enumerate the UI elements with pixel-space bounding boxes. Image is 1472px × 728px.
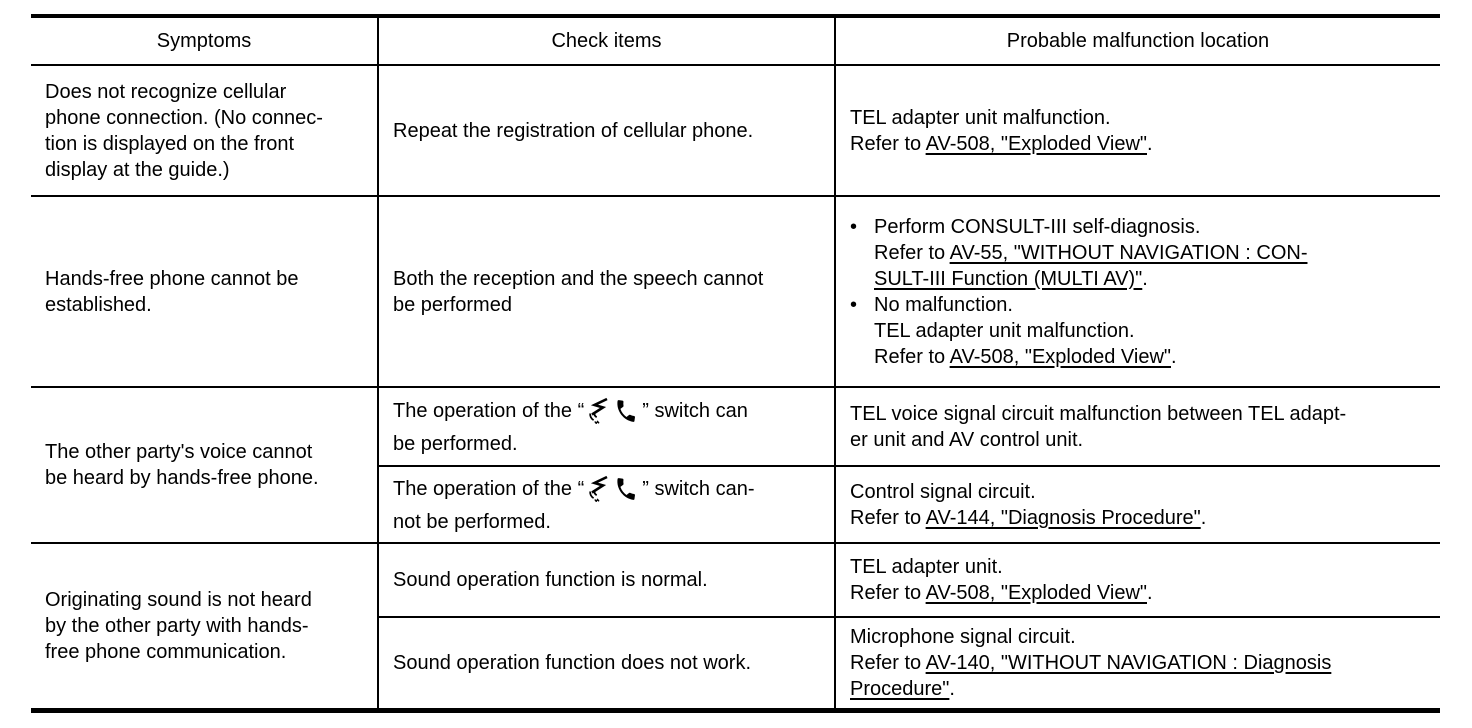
header-probable-location: Probable malfunction location	[834, 15, 1440, 66]
symptom-text: be heard by hands-free phone.	[45, 467, 319, 489]
talk-switch-icon	[588, 397, 609, 431]
phone-handset-icon	[613, 398, 639, 431]
header-check-items: Check items	[377, 15, 836, 66]
period: .	[1142, 267, 1148, 290]
check-text: be performed.	[393, 432, 518, 455]
symptom-text: tion is displayed on the front	[45, 132, 295, 155]
link-av508-exploded-view[interactable]: AV-508, "Exploded View"	[925, 582, 1147, 604]
table-row: Sound operation function does not work. …	[31, 616, 1440, 712]
period: .	[1171, 345, 1177, 368]
refer-line: Refer to AV-140, "WITHOUT NAVIGATION : D…	[850, 650, 1428, 702]
period: .	[949, 678, 955, 700]
symptom-text: free phone communication.	[45, 641, 287, 663]
cell-r4a-check: Sound operation function is normal.	[377, 542, 836, 618]
check-text: be performed	[393, 293, 512, 316]
symptom-text: display at the guide.)	[45, 158, 230, 181]
check-text: The operation of the “” switch can	[393, 397, 822, 431]
cell-r1-symptom: Does not recognize cellular phone connec…	[31, 64, 379, 197]
header-row: Symptoms Check items Probable malfunctio…	[31, 15, 1440, 66]
location-text: Perform CONSULT-III self-diagnosis.	[874, 215, 1201, 238]
symptom-text: by the other party with hands-	[45, 615, 309, 637]
table-row: Originating sound is not heard by the ot…	[31, 542, 1440, 712]
cell-r3b-check: The operation of the “” switch can- not …	[377, 465, 836, 544]
refer-prefix: Refer to	[874, 345, 950, 368]
location-text: TEL adapter unit malfunction.	[874, 319, 1135, 342]
location-text: er unit and AV control unit.	[850, 428, 1084, 451]
refer-prefix: Refer to	[850, 652, 926, 674]
talk-switch-icon	[588, 475, 609, 509]
check-text: The operation of the “” switch can-	[393, 475, 822, 509]
location-text: No malfunction.	[874, 293, 1013, 316]
check-text: not be performed.	[393, 510, 551, 533]
symptom-text: The other party's voice cannot	[45, 441, 313, 463]
refer-line: Refer to AV-508, "Exploded View".	[850, 580, 1428, 606]
link-av144-diagnosis-procedure[interactable]: AV-144, "Diagnosis Procedure"	[925, 506, 1201, 529]
cell-r3a-location: TEL voice signal circuit malfunction bet…	[834, 386, 1440, 467]
refer-line: Refer to AV-508, "Exploded View".	[850, 131, 1428, 157]
refer-prefix: Refer to	[850, 132, 926, 155]
cell-r1-check: Repeat the registration of cellular phon…	[377, 64, 836, 197]
refer-prefix: Refer to	[850, 582, 926, 604]
location-text: Control signal circuit.	[850, 480, 1036, 503]
check-text: Sound operation function is normal.	[393, 569, 708, 591]
bullet-dot: •	[850, 293, 858, 316]
table-row: The other party's voice cannot be heard …	[31, 386, 1440, 544]
cell-r2-location: • Perform CONSULT-III self-diagnosis. Re…	[834, 195, 1440, 388]
location-text: Microphone signal circuit.	[850, 626, 1076, 648]
location-text: TEL adapter unit malfunction.	[850, 106, 1111, 129]
period: .	[1147, 132, 1153, 155]
check-text: Both the reception and the speech cannot	[393, 267, 764, 290]
cell-r4b-location: Microphone signal circuit. Refer to AV-1…	[834, 616, 1440, 712]
symptom-text: Does not recognize cellular	[45, 80, 287, 103]
cell-r3-symptom: The other party's voice cannot be heard …	[31, 386, 379, 544]
location-text: TEL adapter unit.	[850, 556, 1003, 578]
header-symptoms: Symptoms	[31, 15, 379, 66]
refer-line: Refer to AV-55, "WITHOUT NAVIGATION : CO…	[874, 240, 1428, 292]
refer-line: Refer to AV-144, "Diagnosis Procedure".	[850, 505, 1428, 531]
list-item: • No malfunction. TEL adapter unit malfu…	[850, 292, 1428, 370]
cell-r1-location: TEL adapter unit malfunction. Refer to A…	[834, 64, 1440, 197]
bullet-content: Perform CONSULT-III self-diagnosis. Refe…	[874, 214, 1428, 292]
cell-r2-symptom: Hands-free phone cannot be established.	[31, 195, 379, 388]
table-row: Does not recognize cellular phone connec…	[31, 64, 1440, 197]
cell-r4-symptom: Originating sound is not heard by the ot…	[31, 542, 379, 712]
diagnosis-table: Symptoms Check items Probable malfunctio…	[31, 14, 1440, 713]
cell-r3b-location: Control signal circuit. Refer to AV-144,…	[834, 465, 1440, 544]
link-av508-exploded-view[interactable]: AV-508, "Exploded View"	[949, 345, 1171, 368]
bullet-content: No malfunction. TEL adapter unit malfunc…	[874, 292, 1428, 370]
period: .	[1200, 506, 1207, 529]
symptom-text: phone connection. (No connec-	[45, 106, 323, 129]
location-text: TEL voice signal circuit malfunction bet…	[850, 402, 1347, 425]
bullet-dot: •	[850, 215, 858, 238]
table-row: The operation of the “” switch can- not …	[31, 465, 1440, 544]
refer-prefix: Refer to	[850, 506, 926, 529]
check-text: Repeat the registration of cellular phon…	[393, 119, 754, 142]
period: .	[1147, 582, 1153, 604]
cell-r4b-check: Sound operation function does not work.	[377, 616, 836, 712]
cell-r3a-check: The operation of the “” switch can be pe…	[377, 386, 836, 467]
refer-prefix: Refer to	[874, 241, 950, 264]
list-item: • Perform CONSULT-III self-diagnosis. Re…	[850, 214, 1428, 292]
phone-handset-icon	[613, 476, 639, 509]
link-av508-exploded-view[interactable]: AV-508, "Exploded View"	[925, 132, 1147, 155]
symptom-text: Originating sound is not heard	[45, 589, 312, 611]
refer-line: Refer to AV-508, "Exploded View".	[874, 344, 1428, 370]
check-text: Sound operation function does not work.	[393, 652, 752, 674]
table-row: Hands-free phone cannot be established. …	[31, 195, 1440, 388]
cell-r2-check: Both the reception and the speech cannot…	[377, 195, 836, 388]
symptom-text: established.	[45, 293, 152, 316]
symptom-text: Hands-free phone cannot be	[45, 267, 299, 290]
cell-r4a-location: TEL adapter unit. Refer to AV-508, "Expl…	[834, 542, 1440, 618]
link-av55-consult-iii-function[interactable]: AV-55, "WITHOUT NAVIGATION : CON-SULT-II…	[874, 241, 1308, 290]
